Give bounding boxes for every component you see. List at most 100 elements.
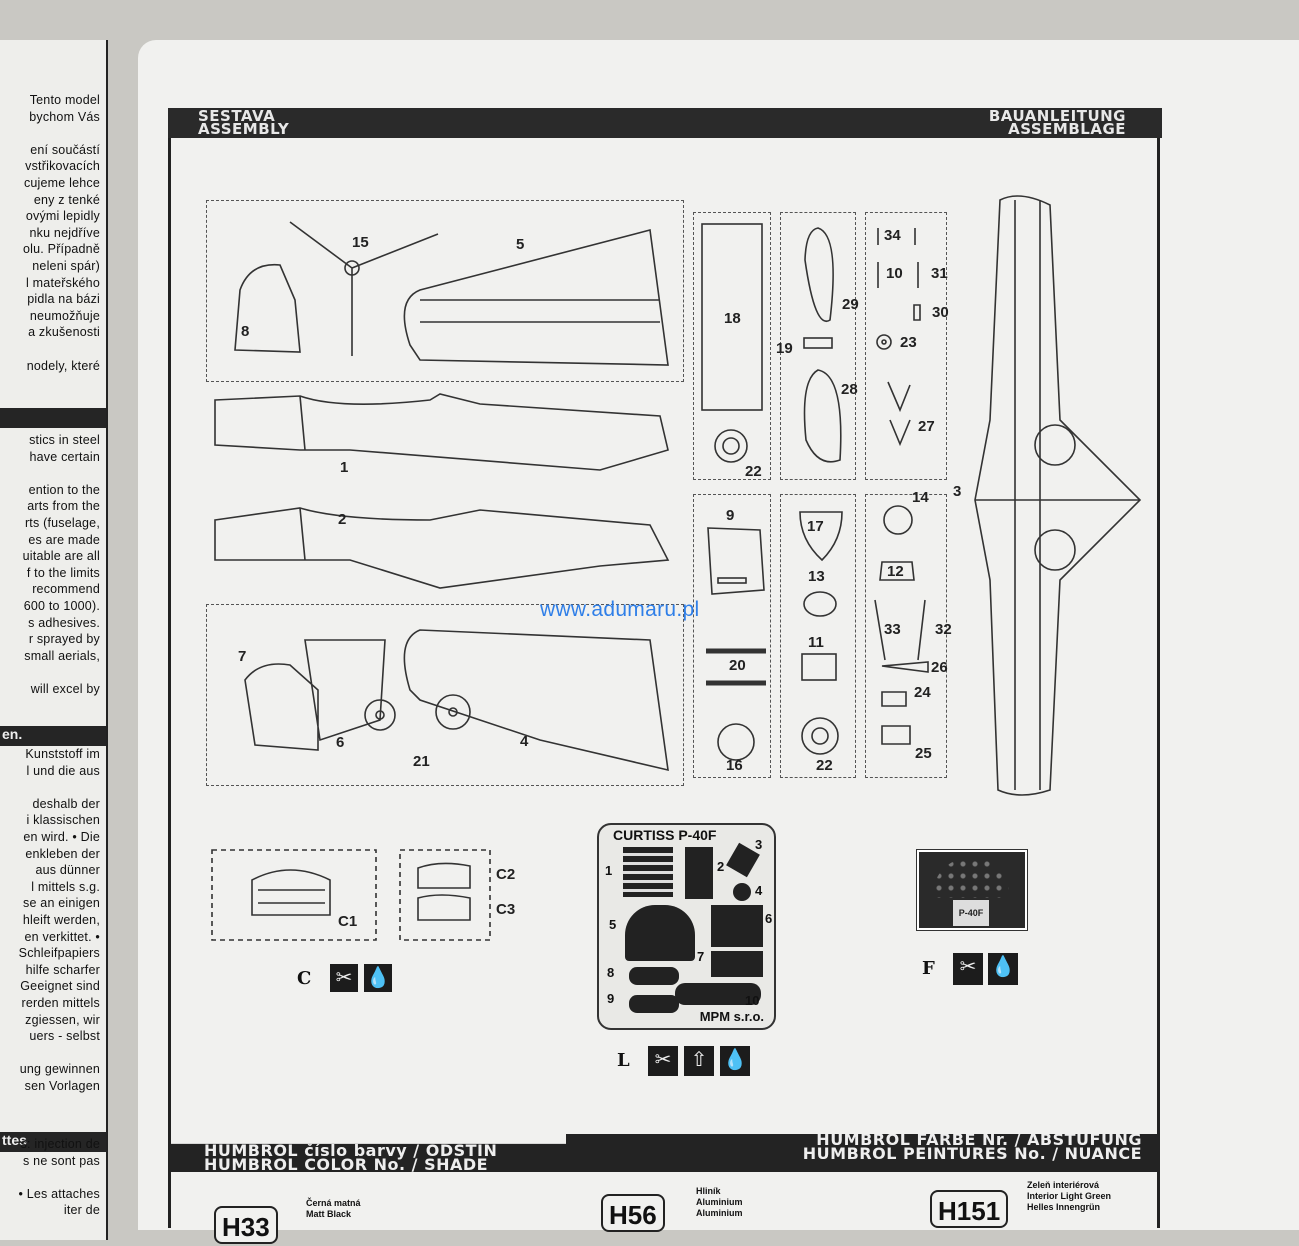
part-number: 30 xyxy=(932,304,949,321)
section-bar-german: en. xyxy=(0,726,106,746)
sprue-letter-c: C xyxy=(297,968,312,989)
part-number: 11 xyxy=(808,634,824,651)
part-number: 14 xyxy=(912,489,929,506)
watermark: www.adumaru.pl xyxy=(540,598,700,621)
fuselage-right-part xyxy=(214,507,670,589)
footer-french: HUMBROL PEINTURES No. / NUANCE xyxy=(802,1144,1142,1163)
part-number: 33 xyxy=(884,621,901,638)
tail-part xyxy=(244,639,386,751)
text-line: cujeme lehce xyxy=(23,175,100,190)
pe-part-4 xyxy=(733,883,751,901)
text-line: en wird. • Die xyxy=(23,829,100,844)
part-number: 13 xyxy=(808,568,825,585)
part-9 xyxy=(707,527,765,595)
color-desc-line: Černá matná xyxy=(306,1198,361,1208)
part-29 xyxy=(804,227,834,323)
text-line: have certain xyxy=(29,449,100,464)
text-line: recommend xyxy=(32,582,100,597)
text-line: vstřikovacích xyxy=(25,159,100,174)
pe-num: 8 xyxy=(607,965,615,980)
section-bar xyxy=(0,408,106,428)
drop-icon: 💧 xyxy=(720,1046,750,1076)
footer-english: HUMBROL COLOR No. / SHADE xyxy=(204,1155,489,1174)
sprue-frame-bottom xyxy=(206,604,684,786)
text-line: olu. Případně xyxy=(23,242,100,257)
decal-dials xyxy=(933,858,1009,898)
color-desc-line: Zeleň interiérová xyxy=(1027,1180,1100,1190)
text-line: s: injection de xyxy=(20,1137,100,1151)
header-bauanleitung: BAUANLEITUNG xyxy=(988,107,1126,125)
pe-num: 4 xyxy=(755,883,763,898)
text-line: Tento model xyxy=(29,93,100,107)
text-line: Geeignet sind xyxy=(20,979,100,994)
scissors-icon: ✂ xyxy=(648,1046,678,1076)
pe-part-6 xyxy=(711,905,763,947)
color-code-h56: H56 xyxy=(601,1194,665,1232)
text-line: se an einigen xyxy=(23,896,100,911)
sprue-letter-l: L xyxy=(617,1050,630,1071)
part-number: 4 xyxy=(520,733,529,750)
text-line: nku nejdříve xyxy=(29,225,100,240)
text-line: • Les attaches xyxy=(18,1186,100,1201)
canopy-part xyxy=(234,263,301,353)
text-line: pidla na bázi xyxy=(27,292,100,307)
clear-label-c2: C2 xyxy=(496,866,516,883)
header-assemblage: ASSEMBLAGE xyxy=(1008,120,1126,138)
scissors-icon: ✂ xyxy=(953,953,983,985)
pe-part-1 xyxy=(623,847,673,897)
clear-label-c1: C1 xyxy=(338,913,358,930)
part-number: 18 xyxy=(724,310,741,327)
part-number: 24 xyxy=(914,684,931,701)
text-line: neumožňuje xyxy=(29,308,100,323)
sprue-cell xyxy=(865,494,947,778)
text-line: rts (fuselage, xyxy=(24,515,100,530)
drop-icon: 💧 xyxy=(988,953,1018,985)
footer-german: HUMBROL FARBE Nr. / ABSTUFUNG xyxy=(816,1130,1142,1149)
text-line: f to the limits xyxy=(26,565,100,580)
text-line: a zkušenosti xyxy=(28,325,100,340)
text-line: arts from the xyxy=(27,499,100,514)
text-line: nodely, které xyxy=(26,358,100,373)
wing-upper-part xyxy=(403,228,669,366)
sprue-letter-f: F xyxy=(922,958,935,979)
text-line: stics in steel xyxy=(29,433,100,447)
text-line: ung gewinnen xyxy=(19,1062,100,1077)
pe-part-10 xyxy=(675,983,761,1005)
part-18 xyxy=(701,223,763,411)
text-line: l mateřského xyxy=(26,275,100,290)
text-line: l und die aus xyxy=(26,763,100,778)
text-line: sen Vorlagen xyxy=(24,1078,100,1093)
fuselage-left-part xyxy=(214,393,669,471)
text-line: Kunststoff im xyxy=(25,747,100,761)
part-number: 21 xyxy=(413,753,430,770)
pe-part-9 xyxy=(629,995,679,1013)
part-number: 23 xyxy=(900,334,917,351)
text-line: deshalb der xyxy=(32,796,100,811)
header-sestava: SESTAVA xyxy=(198,107,276,125)
text-line: eny z tenké xyxy=(33,192,100,207)
pe-part-2 xyxy=(685,847,713,899)
left-text-english: stics in steel have certain ention to the… xyxy=(0,432,100,698)
text-line: enkleben der xyxy=(25,846,100,861)
text-line: iter de xyxy=(63,1203,100,1218)
text-line: 600 to 1000). xyxy=(23,598,100,613)
wing-assembly-plan-view xyxy=(974,195,1142,796)
text-line: hleift werden, xyxy=(22,912,100,927)
part-number: 3 xyxy=(953,483,962,500)
text-line: zgiessen, wir xyxy=(25,1012,100,1027)
color-desc-line: Aluminium xyxy=(696,1208,743,1218)
pe-part-8 xyxy=(629,967,679,985)
text-line: ention to the xyxy=(28,482,100,497)
part-number: 12 xyxy=(887,563,904,580)
color-desc-line: Matt Black xyxy=(306,1209,352,1219)
decal-label: P-40F xyxy=(953,900,989,926)
text-line: neleni spár) xyxy=(32,258,100,273)
part-number: 19 xyxy=(776,340,793,357)
scissors-icon: ✂ xyxy=(330,964,358,992)
